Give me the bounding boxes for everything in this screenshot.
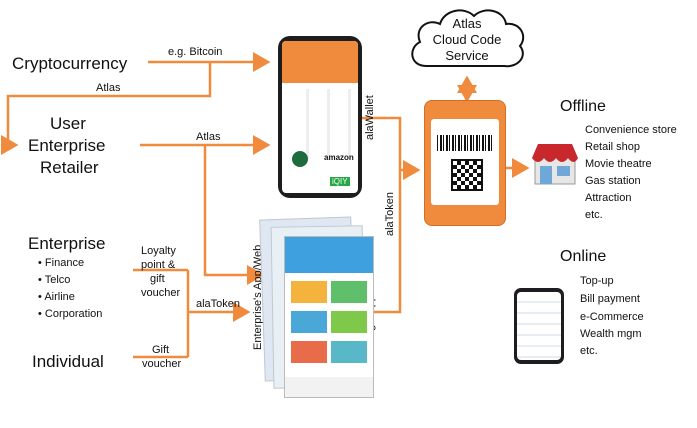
individual-label: Individual (32, 352, 104, 371)
alading-tile-1 (291, 281, 327, 303)
user-label: User (50, 114, 86, 133)
cloud-text: Atlas Cloud Code Service (414, 16, 520, 64)
alatoken-left-label: alaToken (196, 298, 241, 310)
alading-banner (285, 237, 373, 273)
alading-app-screen (284, 236, 374, 398)
alawallet-label: alaWallet (364, 95, 376, 140)
offline-item-2: Retail shop (585, 141, 641, 153)
payment-phone (424, 100, 506, 226)
enterprise-item-telco: • Telco (38, 274, 71, 286)
alawallet-menu-grid (288, 89, 352, 159)
alawallet-phone: amazon iQIY (278, 36, 362, 198)
starbucks-logo (292, 151, 308, 167)
cloud-line-3: Service (445, 48, 489, 63)
enterprise-item-airline-label: Airline (44, 291, 75, 303)
enterprise-item-finance-label: Finance (44, 257, 85, 269)
cloud-line-2: Cloud Code (432, 32, 502, 47)
barcode-icon (437, 135, 493, 151)
offline-item-5: Attraction (585, 192, 632, 204)
atlas-label-2: Atlas (196, 131, 221, 143)
loyalty-label-3: gift (150, 273, 165, 285)
enterprise-item-telco-label: Telco (44, 274, 71, 286)
iqiyi-logo: iQIY (330, 177, 350, 186)
payment-card (431, 119, 499, 205)
cloud-icon (411, 9, 525, 68)
retailer-label: Retailer (40, 158, 99, 177)
alading-tile-4 (331, 311, 367, 333)
online-phone-screen (517, 292, 561, 360)
offline-title: Offline (560, 98, 606, 115)
loyalty-label-4: voucher (141, 287, 181, 299)
offline-item-6: etc. (585, 209, 603, 221)
online-item-3: e-Commerce (580, 311, 644, 323)
enterprise-label: Enterprise (28, 234, 106, 253)
loyalty-label-1: Loyalty (141, 245, 176, 257)
alading-tile-6 (331, 341, 367, 363)
atlas-label-1: Atlas (96, 82, 121, 94)
amazon-logo: amazon (324, 153, 354, 162)
gift-label-1: Gift (152, 344, 170, 356)
online-item-5: etc. (580, 345, 598, 357)
alading-tile-3 (291, 311, 327, 333)
online-item-4: Wealth mgm (580, 328, 642, 340)
gift-label-2: voucher (142, 358, 182, 370)
alading-tile-2 (331, 281, 367, 303)
loyalty-label-2: point & (141, 259, 176, 271)
alawallet-screen: amazon iQIY (282, 41, 358, 193)
alading-tabbar (285, 377, 373, 397)
eg-bitcoin-label: e.g. Bitcoin (168, 46, 223, 58)
alatoken-vertical-label: alaToken (384, 191, 396, 236)
offline-item-3: Movie theatre (585, 158, 652, 170)
shop-icon (532, 144, 578, 185)
online-item-1: Top-up (580, 275, 614, 287)
alawallet-header (282, 41, 358, 83)
cloud-line-1: Atlas (452, 16, 482, 31)
online-title: Online (560, 248, 607, 265)
offline-item-1: Convenience store (585, 124, 677, 136)
offline-item-4: Gas station (585, 175, 641, 187)
online-phone (514, 288, 564, 364)
enterprise-label-top: Enterprise (28, 136, 106, 155)
alading-tile-5 (291, 341, 327, 363)
enterprise-item-corporation-label: Corporation (44, 308, 103, 320)
enterprise-item-corporation: • Corporation (38, 308, 103, 320)
enterprise-item-finance: • Finance (38, 257, 85, 269)
enterprise-item-airline: • Airline (38, 291, 75, 303)
cryptocurrency-label: Cryptocurrency (12, 54, 128, 73)
online-item-2: Bill payment (580, 293, 640, 305)
qr-code-icon (451, 159, 483, 191)
